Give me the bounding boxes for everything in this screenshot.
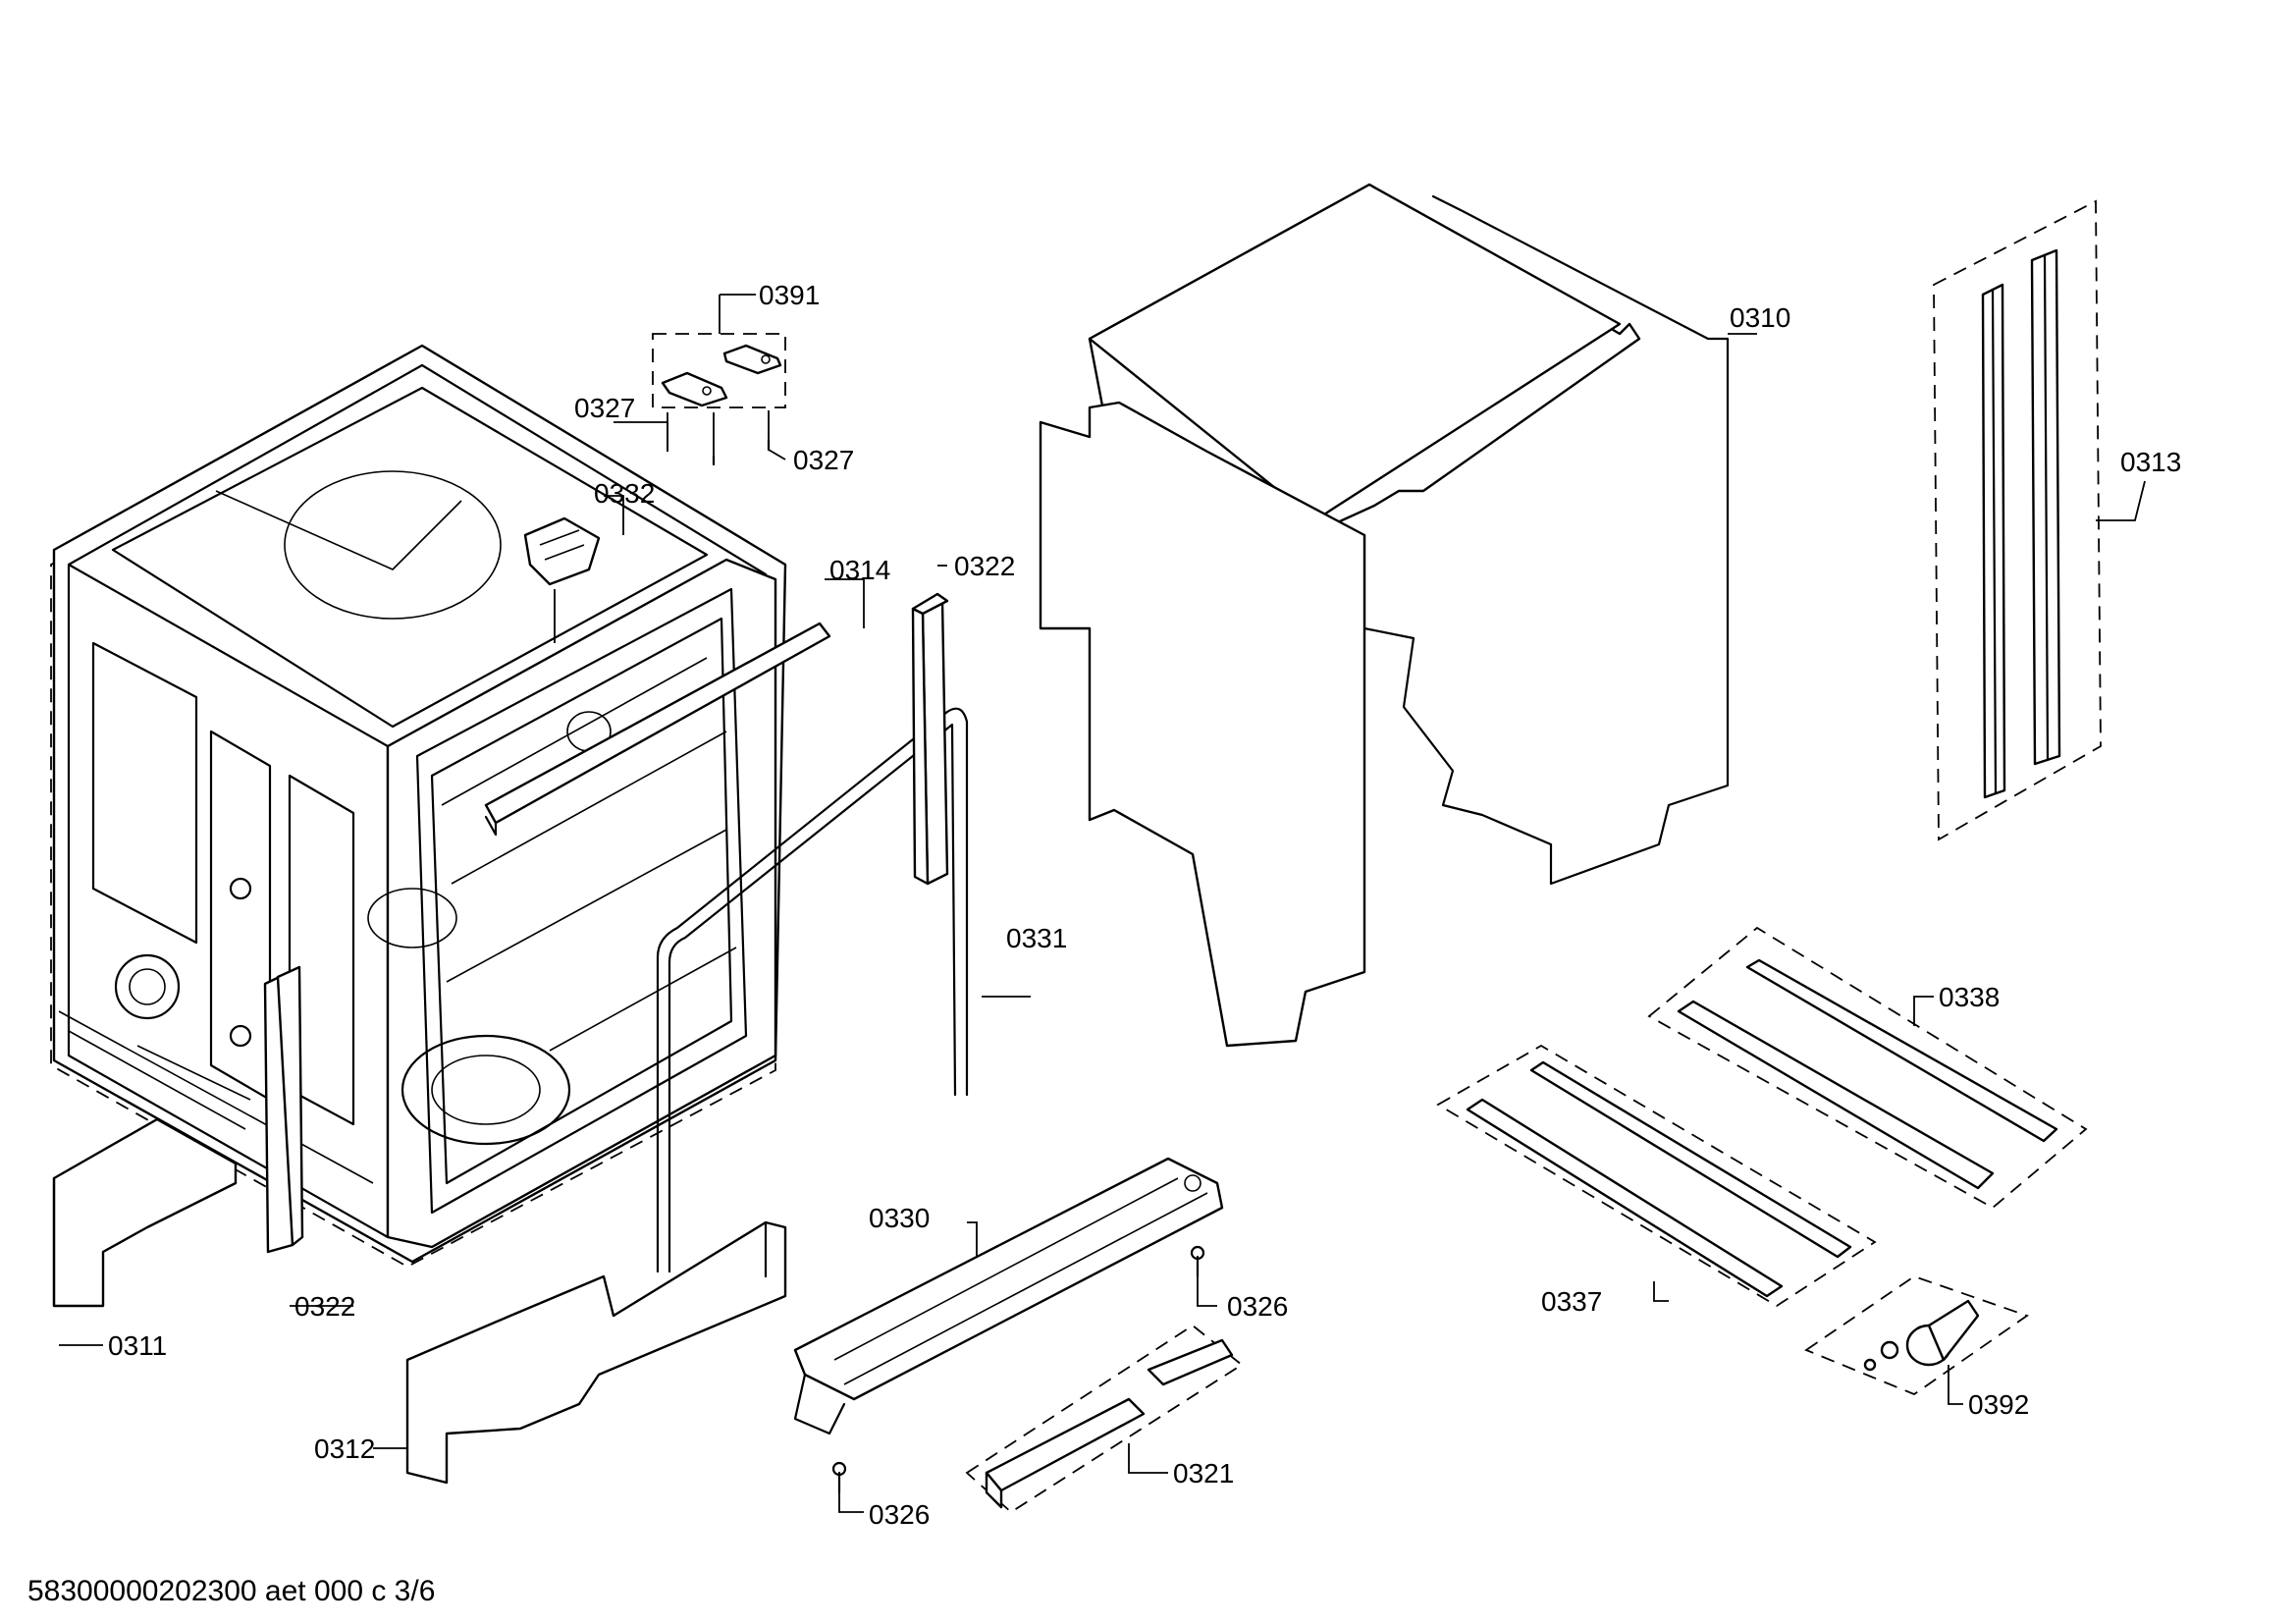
outer-shell-insulation bbox=[1039, 183, 1730, 1048]
label-0331: 0331 bbox=[1006, 923, 1067, 953]
label-0314: 0314 bbox=[829, 555, 890, 585]
label-0312: 0312 bbox=[314, 1434, 375, 1464]
label-0321: 0321 bbox=[1173, 1458, 1234, 1489]
side-trim-strips bbox=[1933, 199, 2102, 841]
label-0326-left: 0326 bbox=[869, 1499, 930, 1530]
hinge-bracket-kit bbox=[652, 333, 786, 466]
label-0310: 0310 bbox=[1730, 302, 1790, 333]
label-0337: 0337 bbox=[1541, 1286, 1602, 1317]
lower-slide-rails bbox=[1436, 1044, 1877, 1308]
latch-bracket bbox=[523, 516, 601, 643]
label-0338: 0338 bbox=[1939, 982, 2000, 1012]
label-0392: 0392 bbox=[1968, 1389, 2029, 1420]
label-0327-right: 0327 bbox=[793, 445, 854, 475]
side-insulation bbox=[52, 1117, 238, 1308]
label-0313: 0313 bbox=[2120, 447, 2181, 477]
front-insulation bbox=[405, 1220, 787, 1485]
dishwasher-tub bbox=[50, 344, 787, 1269]
foam-strip-lower bbox=[263, 965, 304, 1254]
foam-blocks bbox=[965, 1324, 1244, 1514]
connector-fittings bbox=[1804, 1275, 2029, 1396]
callout-leaders bbox=[59, 294, 2146, 1513]
label-0322-upper: 0322 bbox=[954, 551, 1015, 581]
door-seal bbox=[656, 707, 969, 1273]
label-0391: 0391 bbox=[759, 280, 820, 310]
top-rail bbox=[484, 622, 831, 837]
base-tray bbox=[793, 1157, 1224, 1494]
label-0311: 0311 bbox=[108, 1330, 167, 1361]
drawing-reference: 58300000202300 aet 000 c 3/6 bbox=[27, 1575, 435, 1607]
label-0322-lower: 0322 bbox=[294, 1291, 355, 1322]
upper-slide-rails bbox=[1647, 926, 2088, 1210]
label-0327-left: 0327 bbox=[574, 393, 635, 423]
label-0330: 0330 bbox=[869, 1203, 930, 1233]
foam-strip-upper bbox=[911, 592, 949, 886]
label-0332: 0332 bbox=[594, 478, 655, 509]
label-0326-right: 0326 bbox=[1227, 1291, 1288, 1322]
